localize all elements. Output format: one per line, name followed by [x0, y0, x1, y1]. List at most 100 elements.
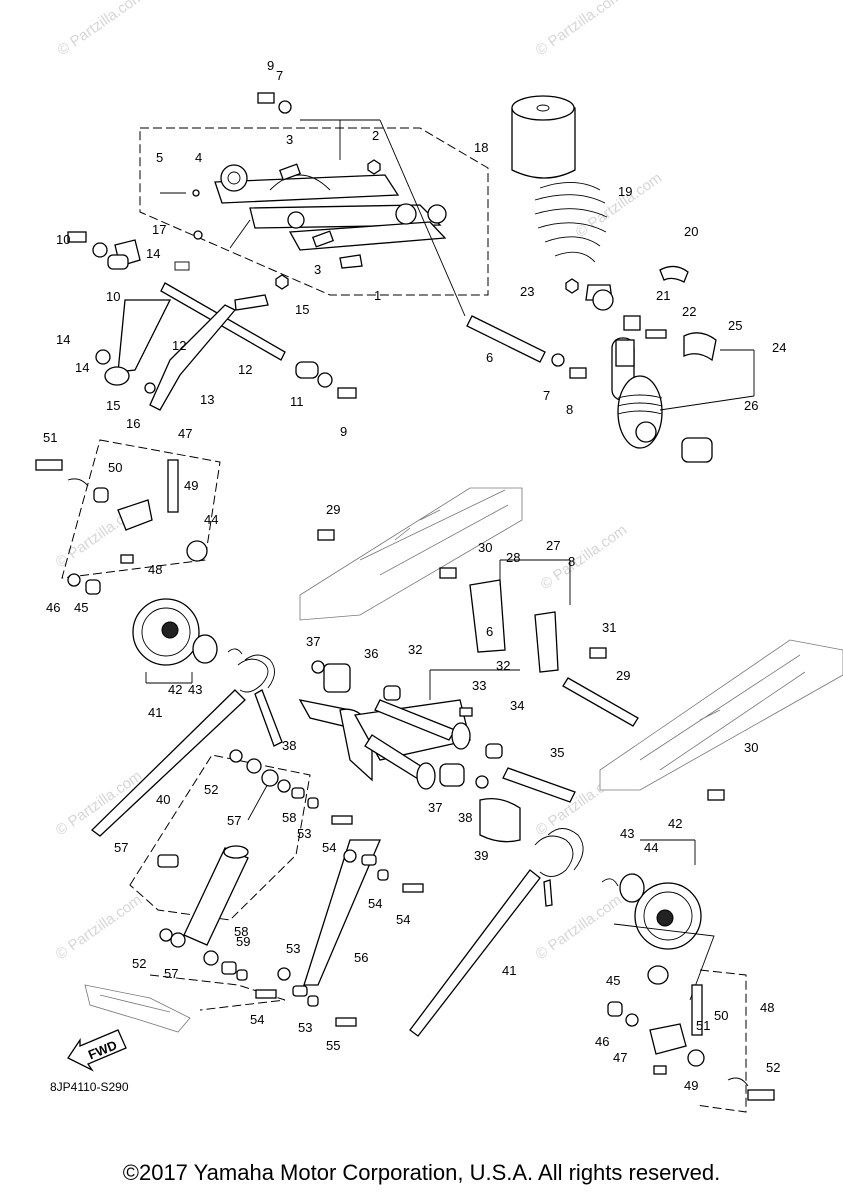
- front-limiter-assembly: [129, 749, 424, 1027]
- center-arm-assembly: [298, 529, 725, 843]
- callout-9: 9: [267, 58, 274, 73]
- callout-18: 18: [474, 140, 488, 155]
- callout-50: 50: [714, 1008, 728, 1023]
- leader-lines: [145, 120, 696, 865]
- callout-47: 47: [178, 426, 192, 441]
- callout-42: 42: [668, 816, 682, 831]
- copyright-notice: ©2017 Yamaha Motor Corporation, U.S.A. A…: [122, 1160, 721, 1185]
- callout-53: 53: [297, 826, 311, 841]
- callout-12: 12: [238, 362, 252, 377]
- callout-57: 57: [114, 840, 128, 855]
- callout-3: 3: [314, 262, 321, 277]
- callout-54: 54: [250, 1012, 264, 1027]
- callout-9: 9: [340, 424, 347, 439]
- callout-54: 54: [396, 912, 410, 927]
- callout-11: 11: [290, 394, 304, 409]
- front-arm-assembly: [139, 119, 489, 317]
- callout-29: 29: [616, 668, 630, 683]
- callout-48: 48: [148, 562, 162, 577]
- front-cross-shaft: [67, 230, 357, 411]
- callout-14: 14: [75, 360, 89, 375]
- callout-37: 37: [428, 800, 442, 815]
- diagram-code: 8JP4110-S290: [50, 1080, 129, 1094]
- callout-25: 25: [728, 318, 742, 333]
- callout-layer: 1233456677889910101112121314141415151617…: [43, 58, 786, 1093]
- callout-52: 52: [204, 782, 218, 797]
- callout-19: 19: [618, 184, 632, 199]
- callout-12: 12: [172, 338, 186, 353]
- idler-wheel-left: [35, 439, 243, 666]
- callout-21: 21: [656, 288, 670, 303]
- callout-38: 38: [458, 810, 472, 825]
- callout-54: 54: [322, 840, 336, 855]
- callout-17: 17: [152, 222, 166, 237]
- callout-23: 23: [520, 284, 534, 299]
- callout-49: 49: [684, 1078, 698, 1093]
- callout-10: 10: [56, 232, 70, 247]
- fwd-arrow: FWD: [67, 1029, 127, 1072]
- callout-34: 34: [510, 698, 524, 713]
- callout-38: 38: [282, 738, 296, 753]
- callout-14: 14: [146, 246, 160, 261]
- callout-7: 7: [276, 68, 283, 83]
- watermark-text: © Partzilla.com: [53, 891, 146, 963]
- callout-13: 13: [200, 392, 214, 407]
- callout-45: 45: [74, 600, 88, 615]
- callout-59: 59: [236, 934, 250, 949]
- callout-37: 37: [306, 634, 320, 649]
- callout-45: 45: [606, 973, 620, 988]
- callout-10: 10: [106, 289, 120, 304]
- callout-49: 49: [184, 478, 198, 493]
- callout-41: 41: [502, 963, 516, 978]
- watermark-text: © Partzilla.com: [533, 0, 626, 59]
- callout-30: 30: [478, 540, 492, 555]
- callout-2: 2: [372, 128, 379, 143]
- rail-outlines: [299, 487, 843, 791]
- callout-31: 31: [602, 620, 616, 635]
- callout-53: 53: [298, 1020, 312, 1035]
- callout-24: 24: [772, 340, 786, 355]
- callout-28: 28: [506, 550, 520, 565]
- callout-51: 51: [43, 430, 57, 445]
- callout-44: 44: [204, 512, 218, 527]
- callout-57: 57: [227, 813, 241, 828]
- rear-shock-assembly: [466, 95, 755, 463]
- callout-46: 46: [595, 1034, 609, 1049]
- callout-15: 15: [295, 302, 309, 317]
- callout-52: 52: [766, 1060, 780, 1075]
- watermark-text: © Partzilla.com: [538, 521, 631, 593]
- callout-56: 56: [354, 950, 368, 965]
- callout-44: 44: [644, 840, 658, 855]
- callout-6: 6: [486, 350, 493, 365]
- callout-14: 14: [56, 332, 70, 347]
- callout-1: 1: [374, 288, 381, 303]
- callout-43: 43: [620, 826, 634, 841]
- callout-55: 55: [326, 1038, 340, 1053]
- callout-57: 57: [164, 966, 178, 981]
- callout-22: 22: [682, 304, 696, 319]
- frame-ghost: [84, 984, 191, 1033]
- callout-42: 42: [168, 682, 182, 697]
- callout-29: 29: [326, 502, 340, 517]
- callout-52: 52: [132, 956, 146, 971]
- callout-43: 43: [188, 682, 202, 697]
- callout-39: 39: [474, 848, 488, 863]
- bolt-top-left: [257, 92, 292, 114]
- callout-8: 8: [568, 554, 575, 569]
- callout-5: 5: [156, 150, 163, 165]
- callout-54: 54: [368, 896, 382, 911]
- callout-32: 32: [408, 642, 422, 657]
- watermark-text: © Partzilla.com: [55, 0, 148, 59]
- callout-50: 50: [108, 460, 122, 475]
- callout-47: 47: [613, 1050, 627, 1065]
- callout-35: 35: [550, 745, 564, 760]
- callout-53: 53: [286, 941, 300, 956]
- callout-15: 15: [106, 398, 120, 413]
- callout-58: 58: [282, 810, 296, 825]
- callout-36: 36: [364, 646, 378, 661]
- callout-8: 8: [566, 402, 573, 417]
- callout-26: 26: [744, 398, 758, 413]
- callout-41: 41: [148, 705, 162, 720]
- watermark-text: © Partzilla.com: [573, 169, 666, 241]
